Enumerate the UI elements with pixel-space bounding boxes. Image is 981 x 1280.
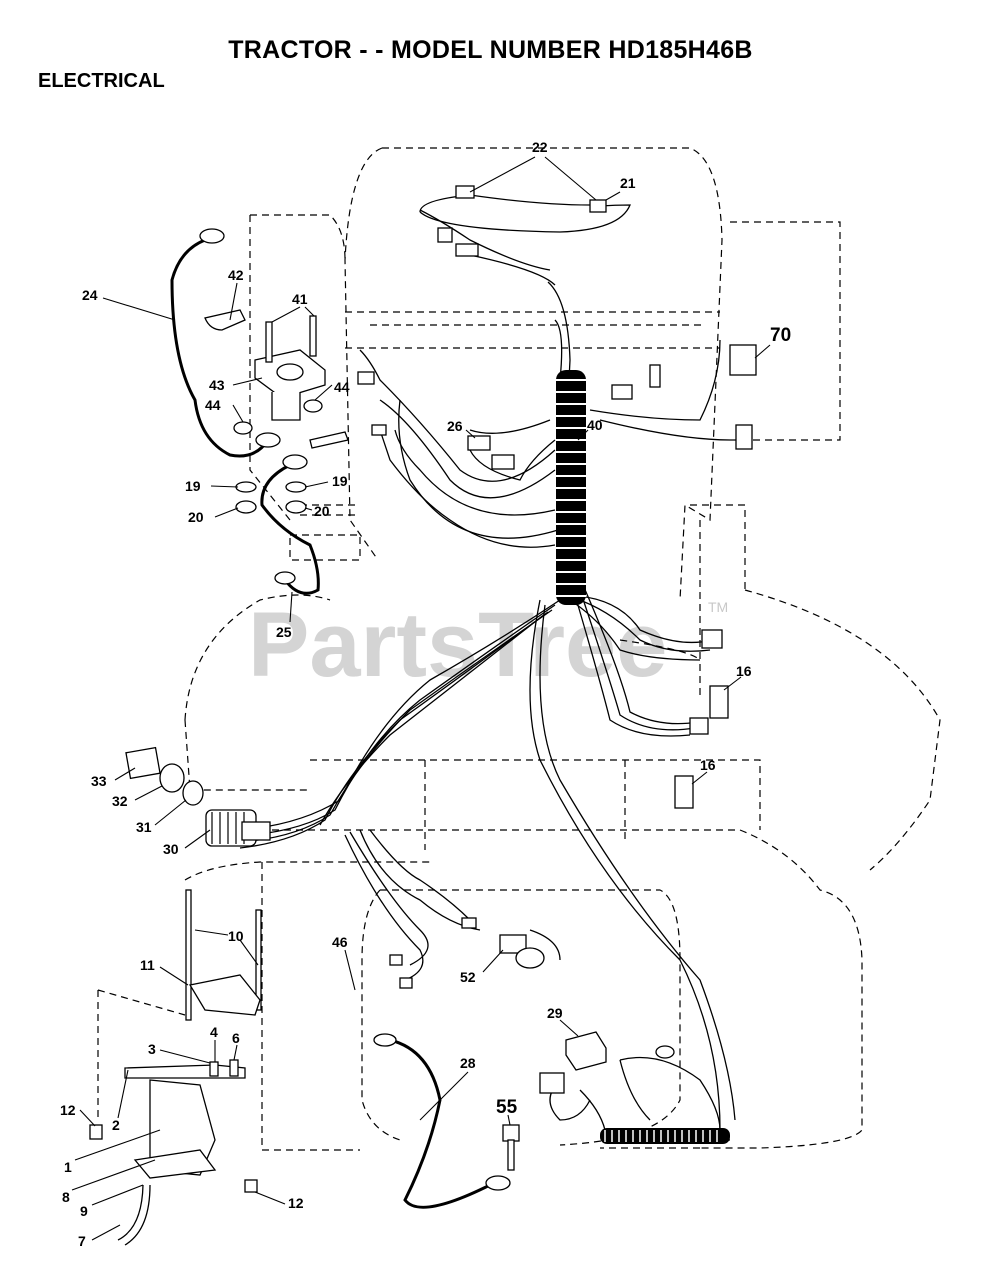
callout-29: 29 [547, 1005, 563, 1021]
callout-8: 8 [62, 1189, 70, 1205]
connectors [357, 344, 757, 1171]
callout-26: 26 [447, 418, 463, 434]
callout-16-upper: 16 [736, 663, 752, 679]
callout-10: 10 [228, 928, 244, 944]
callout-25: 25 [276, 624, 292, 640]
callout-52: 52 [460, 969, 476, 985]
callout-40: 40 [587, 417, 603, 433]
callout-44-left: 44 [205, 397, 221, 413]
solenoid-43 [204, 309, 349, 514]
callout-labels: 22 21 24 42 41 43 44 44 19 19 20 20 25 2… [60, 139, 791, 1249]
callout-1: 1 [64, 1159, 72, 1175]
tractor-outline [97, 147, 941, 1151]
callout-43: 43 [209, 377, 225, 393]
callout-20-right: 20 [314, 503, 330, 519]
callout-31: 31 [136, 819, 152, 835]
switch-bracket [89, 889, 262, 1246]
page-title: TRACTOR - - MODEL NUMBER HD185H46B [228, 36, 753, 64]
watermark-trademark: TM [708, 599, 728, 615]
callout-55: 55 [496, 1097, 518, 1118]
callout-41: 41 [292, 291, 308, 307]
starter-cable-28 [373, 1033, 511, 1209]
callout-3: 3 [148, 1041, 156, 1057]
callout-12-right: 12 [288, 1195, 304, 1211]
callout-7: 7 [78, 1233, 86, 1249]
conduit-40 [556, 370, 586, 605]
callout-21: 21 [620, 175, 636, 191]
callout-33: 33 [91, 773, 107, 789]
callout-46: 46 [332, 934, 348, 950]
callout-24: 24 [82, 287, 98, 303]
callout-11: 11 [140, 957, 155, 973]
callout-42: 42 [228, 267, 244, 283]
callout-12-left: 12 [60, 1102, 76, 1118]
callout-44-right: 44 [334, 379, 350, 395]
headlight-harness [419, 185, 631, 257]
callout-6: 6 [232, 1030, 240, 1046]
wiring-harness [239, 209, 736, 1131]
leader-lines [71, 156, 771, 1241]
coiled-wire-29 [579, 1089, 730, 1144]
callout-30: 30 [163, 841, 179, 857]
callout-32: 32 [112, 793, 128, 809]
callout-22: 22 [532, 139, 548, 155]
callout-9: 9 [80, 1203, 88, 1219]
callout-2: 2 [112, 1117, 120, 1133]
ground-cable-25 [260, 463, 320, 595]
callout-20-left: 20 [188, 509, 204, 525]
ignition-switch-30 [125, 746, 271, 847]
section-title: ELECTRICAL [38, 70, 165, 92]
callout-4: 4 [210, 1024, 218, 1040]
watermark: PartsTree [248, 594, 667, 696]
battery-cable-24 [170, 228, 270, 458]
callout-19-right: 19 [332, 473, 348, 489]
callout-16-lower: 16 [700, 757, 716, 773]
callout-19-left: 19 [185, 478, 201, 494]
callout-70: 70 [770, 325, 791, 346]
callout-28: 28 [460, 1055, 476, 1071]
